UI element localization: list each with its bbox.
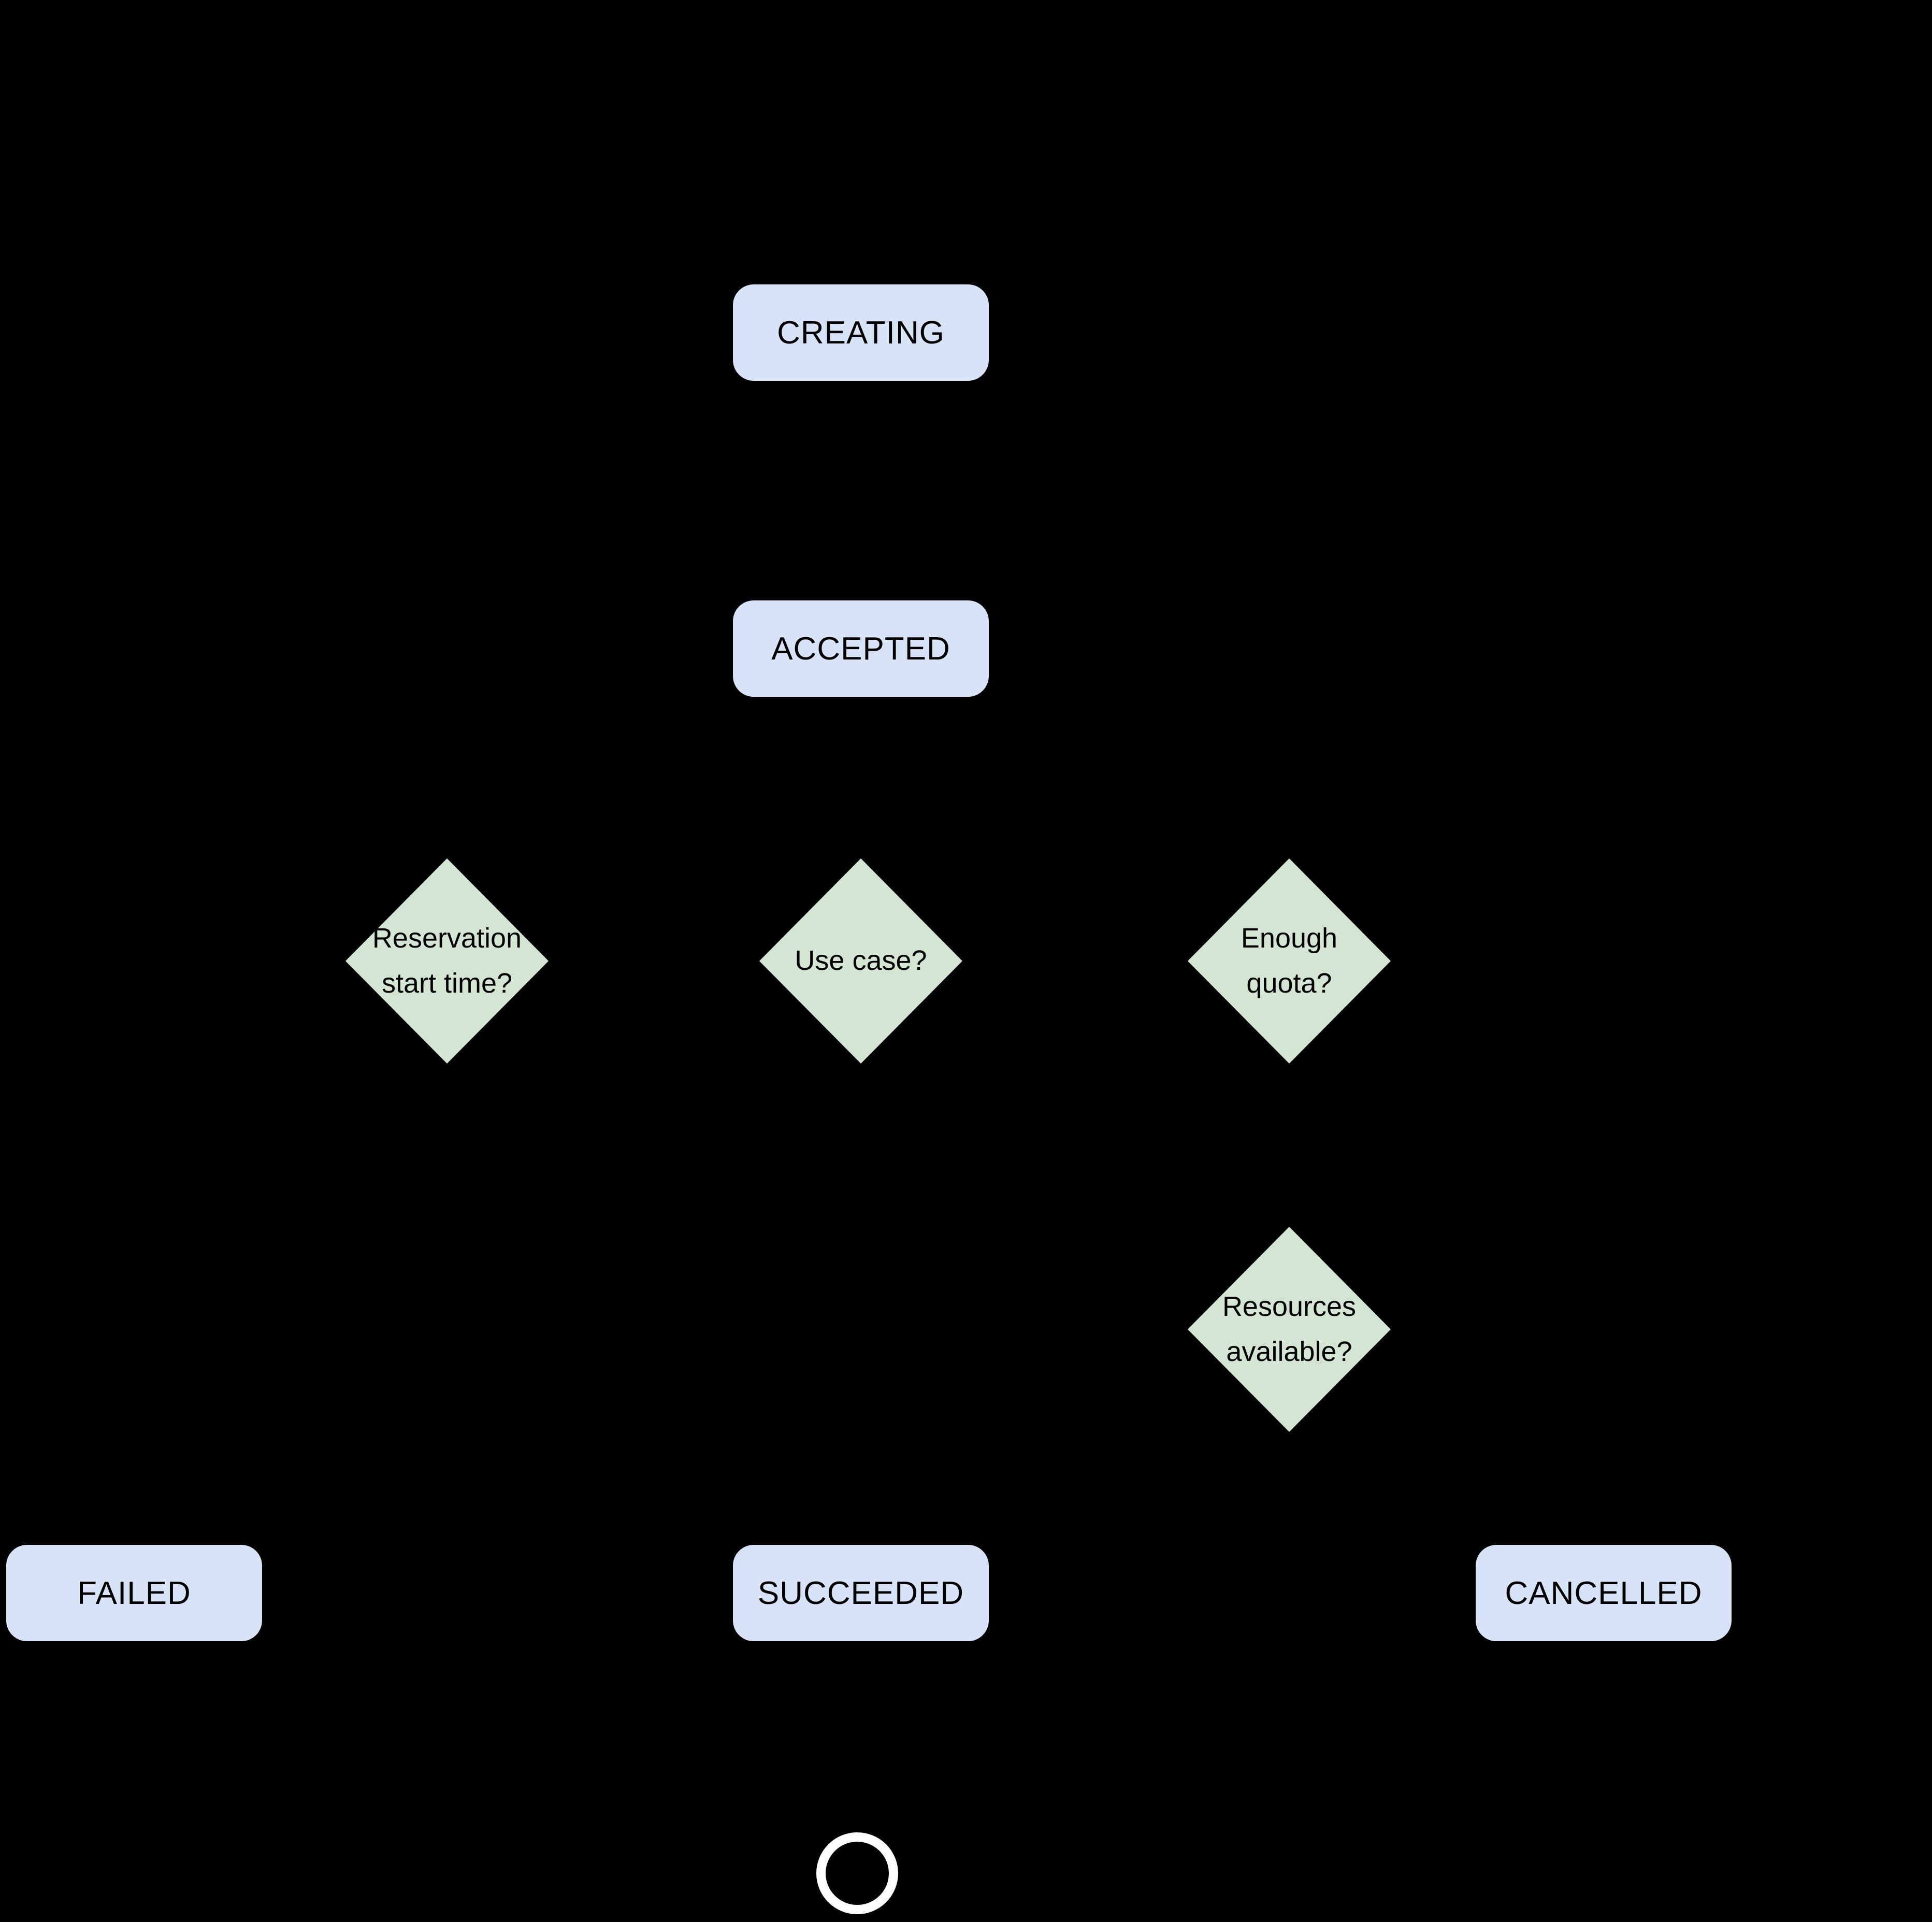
decision-resources-available-label: Resources available? [1222, 1290, 1357, 1367]
end-state-icon [816, 1832, 898, 1914]
state-cancelled-label: CANCELLED [1505, 1575, 1703, 1611]
decision-use-case: Use case? [759, 858, 962, 1064]
state-creating: CREATING [733, 284, 989, 381]
state-succeeded-label: SUCCEEDED [757, 1575, 964, 1611]
state-creating-label: CREATING [777, 314, 945, 351]
state-failed: FAILED [6, 1545, 262, 1641]
decision-reservation-start-time: Reservation start time? [345, 858, 549, 1064]
state-accepted: ACCEPTED [733, 600, 989, 697]
state-succeeded: SUCCEEDED [733, 1545, 989, 1641]
decision-enough-quota: Enough quota? [1188, 858, 1391, 1064]
state-accepted-label: ACCEPTED [771, 630, 950, 667]
decision-use-case-label: Use case? [795, 945, 927, 977]
decision-enough-quota-label: Enough quota? [1241, 922, 1338, 999]
state-failed-label: FAILED [77, 1575, 191, 1611]
decision-reservation-start-time-label: Reservation start time? [372, 922, 522, 999]
state-cancelled: CANCELLED [1476, 1545, 1732, 1641]
decision-resources-available: Resources available? [1188, 1227, 1391, 1432]
